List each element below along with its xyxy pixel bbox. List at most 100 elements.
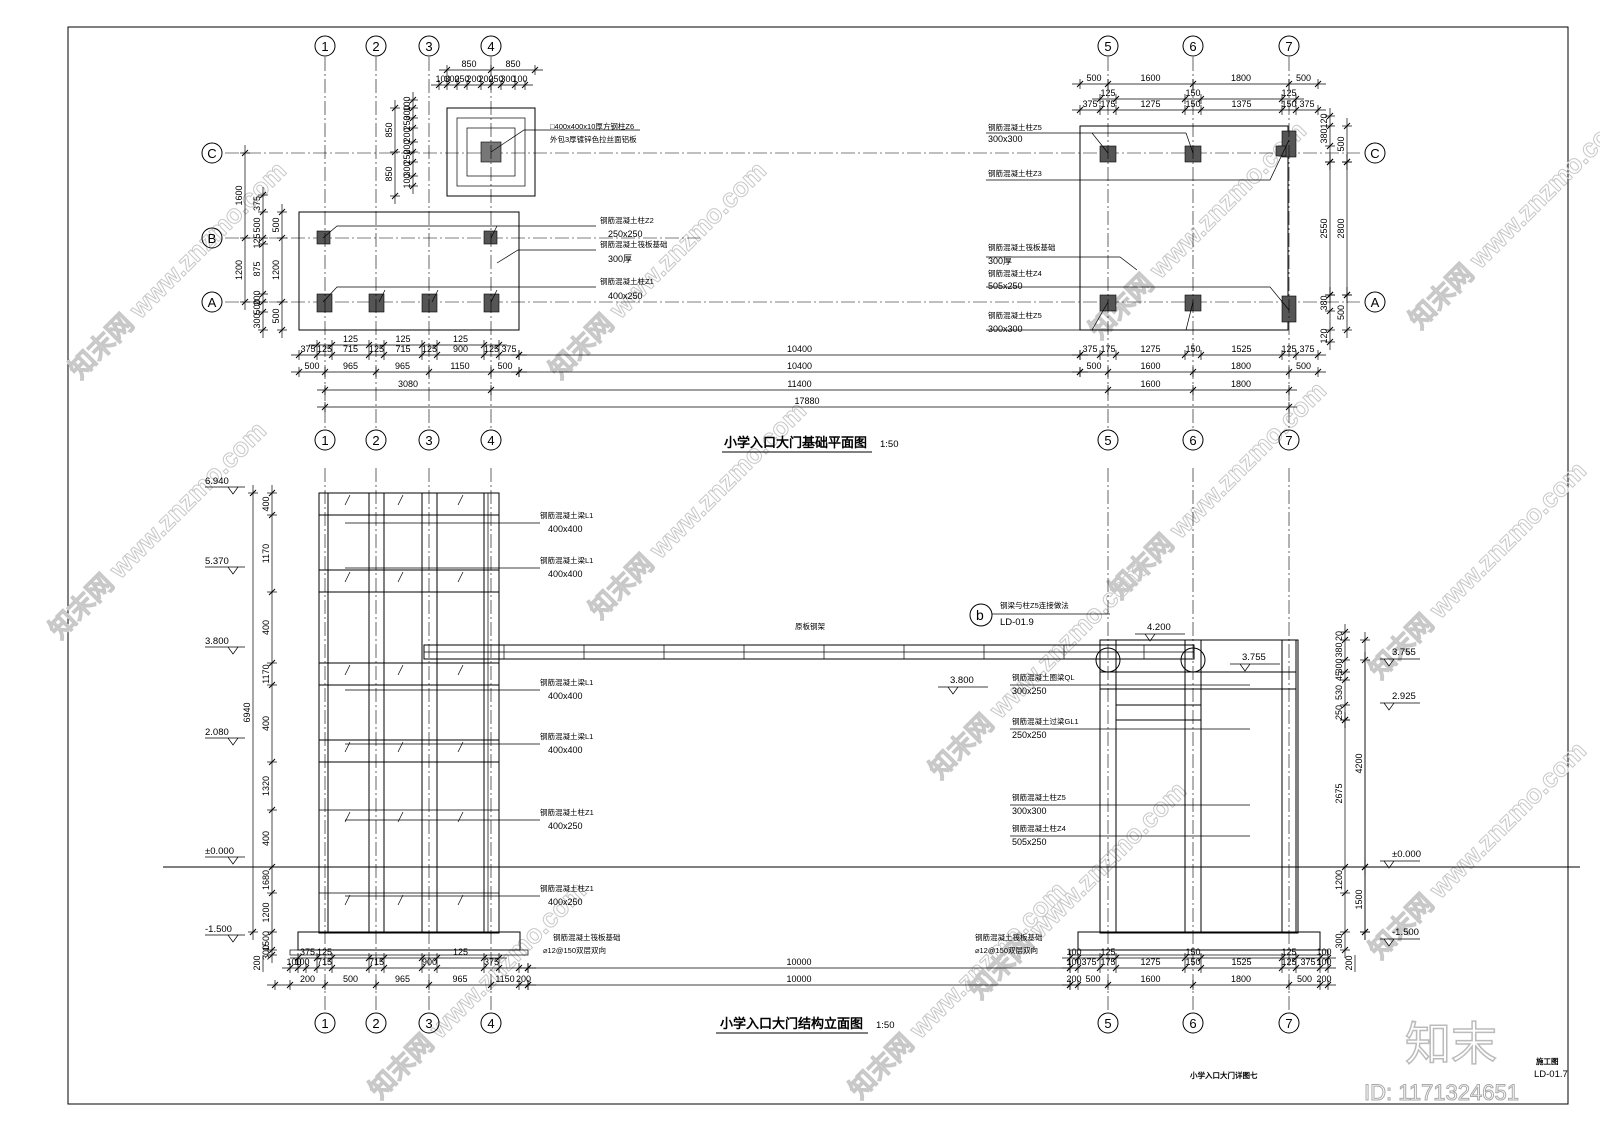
plan-dim-left-mid: 500 bbox=[271, 217, 281, 232]
elev-dim-b2r: 375 bbox=[1081, 957, 1096, 967]
plan-dim-right-v6: 500 bbox=[1336, 305, 1346, 320]
detail-dim-left: 300 bbox=[402, 105, 412, 120]
axis-bubble-bottom-2-label: 2 bbox=[372, 433, 379, 448]
plan-dim-b3: 500 bbox=[497, 361, 512, 371]
elev-dim-right-a: 250 bbox=[1334, 705, 1344, 720]
elev-dim-right-d: 2675 bbox=[1334, 783, 1344, 803]
axis-bubble-top-4 bbox=[480, 35, 502, 57]
elev-title: 小学入口大门结构立面图 bbox=[720, 1016, 863, 1031]
elev-dim-b1: 125 bbox=[317, 947, 332, 957]
elev-dim-right-e: 1500 bbox=[1354, 889, 1364, 909]
plan-dim-b3: 965 bbox=[343, 361, 358, 371]
elev-dim-b3r: 500 bbox=[1297, 974, 1312, 984]
plan-dim-right-top1: 500 bbox=[1086, 73, 1101, 83]
elev-label-left-size: 400x400 bbox=[548, 524, 583, 534]
axis-bubble-bottom-6-label: 6 bbox=[1189, 433, 1196, 448]
elev-label-right: 钢筋混凝土柱Z4 bbox=[1012, 823, 1066, 833]
logo-text: 知末 bbox=[1405, 1018, 1497, 1070]
axis-bubble-bottom-3 bbox=[418, 429, 440, 451]
elev-scale: 1:50 bbox=[876, 1020, 895, 1031]
detail-dim-left: 250 bbox=[402, 149, 412, 164]
elev-dim-right-d: 300 bbox=[1334, 933, 1344, 948]
watermark-text: 知末网 www.znzmo.com bbox=[923, 555, 1152, 784]
elev-axis-bubble-3-label: 3 bbox=[425, 1016, 432, 1031]
detail-dim-top2: 300 bbox=[444, 74, 459, 84]
axis-bubble-bottom-5-label: 5 bbox=[1104, 433, 1111, 448]
plan-dim-right-top3: 375 bbox=[1299, 99, 1314, 109]
plan-label-right-size: 300x300 bbox=[988, 134, 1023, 144]
plan-label-right: 钢筋混凝土柱Z5 bbox=[988, 122, 1042, 132]
elev-axis-bubble-4 bbox=[480, 1012, 502, 1034]
plan-dim-b2r: 1525 bbox=[1231, 344, 1251, 354]
elev-dim-b3: 200 bbox=[516, 974, 531, 984]
stage-label: 施工图 bbox=[1536, 1056, 1559, 1066]
elev-label-right: 钢筋混凝土柱Z5 bbox=[1012, 792, 1066, 802]
plan-dim-b2: 715 bbox=[343, 344, 358, 354]
elev-dim-left: 400 bbox=[261, 496, 271, 511]
plan-dim-right-top3: 375 bbox=[1082, 99, 1097, 109]
drawing-name: 小学入口大门详图七 bbox=[1190, 1070, 1258, 1080]
plan-label-right-size: 300x300 bbox=[988, 324, 1023, 334]
elev-dim-b2mid: 10000 bbox=[786, 957, 811, 967]
plan-dim-left-inner: 500 bbox=[252, 217, 262, 232]
elev-label-left: 钢筋混凝土梁L1 bbox=[540, 555, 593, 565]
detail-dim-top2: 100 bbox=[512, 74, 527, 84]
elev-dim-b3: 965 bbox=[452, 974, 467, 984]
frame-right bbox=[1099, 639, 1299, 934]
elev-dim-b3r: 200 bbox=[1066, 974, 1081, 984]
plan-dim-b1: 125 bbox=[453, 334, 468, 344]
watermark-text: 知末网 www.znzmo.com bbox=[963, 775, 1192, 1004]
axis-bubble-top-6-label: 6 bbox=[1189, 39, 1196, 54]
plan-dim-right-v3: 2550 bbox=[1319, 218, 1329, 238]
plan-dim-b2r: 150 bbox=[1185, 344, 1200, 354]
axis-bubble-left-B bbox=[201, 227, 223, 249]
axis-bubble-bottom-2 bbox=[365, 429, 387, 451]
elev-axis-bubble-6 bbox=[1182, 1012, 1204, 1034]
plan-dim-right-v: 120 bbox=[1319, 113, 1329, 128]
elev-axis-bubble-6-label: 6 bbox=[1189, 1016, 1196, 1031]
elev-dim-b2r: 1525 bbox=[1231, 957, 1251, 967]
axis-bubble-top-2-label: 2 bbox=[372, 39, 379, 54]
axis-bubble-left-A bbox=[201, 291, 223, 313]
elev-dim-b3r: 200 bbox=[1316, 974, 1331, 984]
elev-dim-right-a: 300 bbox=[1334, 658, 1344, 673]
detail-dim-top2: 100 bbox=[435, 74, 450, 84]
connection-circle bbox=[1095, 647, 1121, 673]
plan-label-left: 钢筋混凝土筏板基础 bbox=[600, 239, 668, 249]
elev-dim-right-a: 45 bbox=[1334, 671, 1344, 681]
axis-bubble-bottom-7-label: 7 bbox=[1285, 433, 1292, 448]
axis-bubble-bottom-1-label: 1 bbox=[321, 433, 328, 448]
detail-dim-top: 850 bbox=[461, 59, 476, 69]
plan-dim-b2: 900 bbox=[453, 344, 468, 354]
elev-label-left: 钢筋混凝土梁L1 bbox=[540, 510, 593, 520]
elev-label-left-size: 400x400 bbox=[548, 745, 583, 755]
elev-label-right: 钢筋混凝土圈梁QL bbox=[1012, 672, 1075, 682]
elev-dim-b1r: 100 bbox=[1316, 947, 1331, 957]
plan-dim-right-top1: 500 bbox=[1296, 73, 1311, 83]
elev-axis-bubble-2 bbox=[365, 1012, 387, 1034]
elev-dim-b2r: 1275 bbox=[1140, 957, 1160, 967]
column-z1 bbox=[368, 293, 385, 313]
plan-dim-b4: 11400 bbox=[787, 379, 811, 389]
elev-axis-bubble-7-label: 7 bbox=[1285, 1016, 1292, 1031]
axis-bubble-top-3 bbox=[418, 35, 440, 57]
elev-dim-b3: 965 bbox=[395, 974, 410, 984]
level-mark-right: 3.755 bbox=[1392, 647, 1416, 658]
elev-dim-b1r: 100 bbox=[1066, 947, 1081, 957]
axis-bubble-top-2 bbox=[365, 35, 387, 57]
plan-dim-b3r: 500 bbox=[1086, 361, 1101, 371]
detail-dim-top2: 250 bbox=[488, 74, 503, 84]
raft-label-r2: ⌀12@150双层双向 bbox=[975, 945, 1038, 955]
raft-label-l2: ⌀12@150双层双向 bbox=[543, 945, 606, 955]
plan-dim-right-top1: 1600 bbox=[1140, 73, 1160, 83]
axis-bubble-left-C bbox=[201, 142, 223, 164]
detail-dim-top2: 200 bbox=[466, 74, 481, 84]
elev-dim-b2r: 125 bbox=[1281, 957, 1296, 967]
plan-label-right: 钢筋混凝土柱Z3 bbox=[988, 168, 1042, 178]
plan-dim-b2r: 375 bbox=[1082, 344, 1097, 354]
detail-dim-left2: 850 bbox=[384, 122, 394, 137]
axis-bubble-right-A-label: A bbox=[1371, 295, 1380, 310]
plan-label-left: 钢筋混凝土柱Z1 bbox=[600, 276, 654, 286]
raft-label-r1: 钢筋混凝土筏板基础 bbox=[975, 932, 1043, 942]
